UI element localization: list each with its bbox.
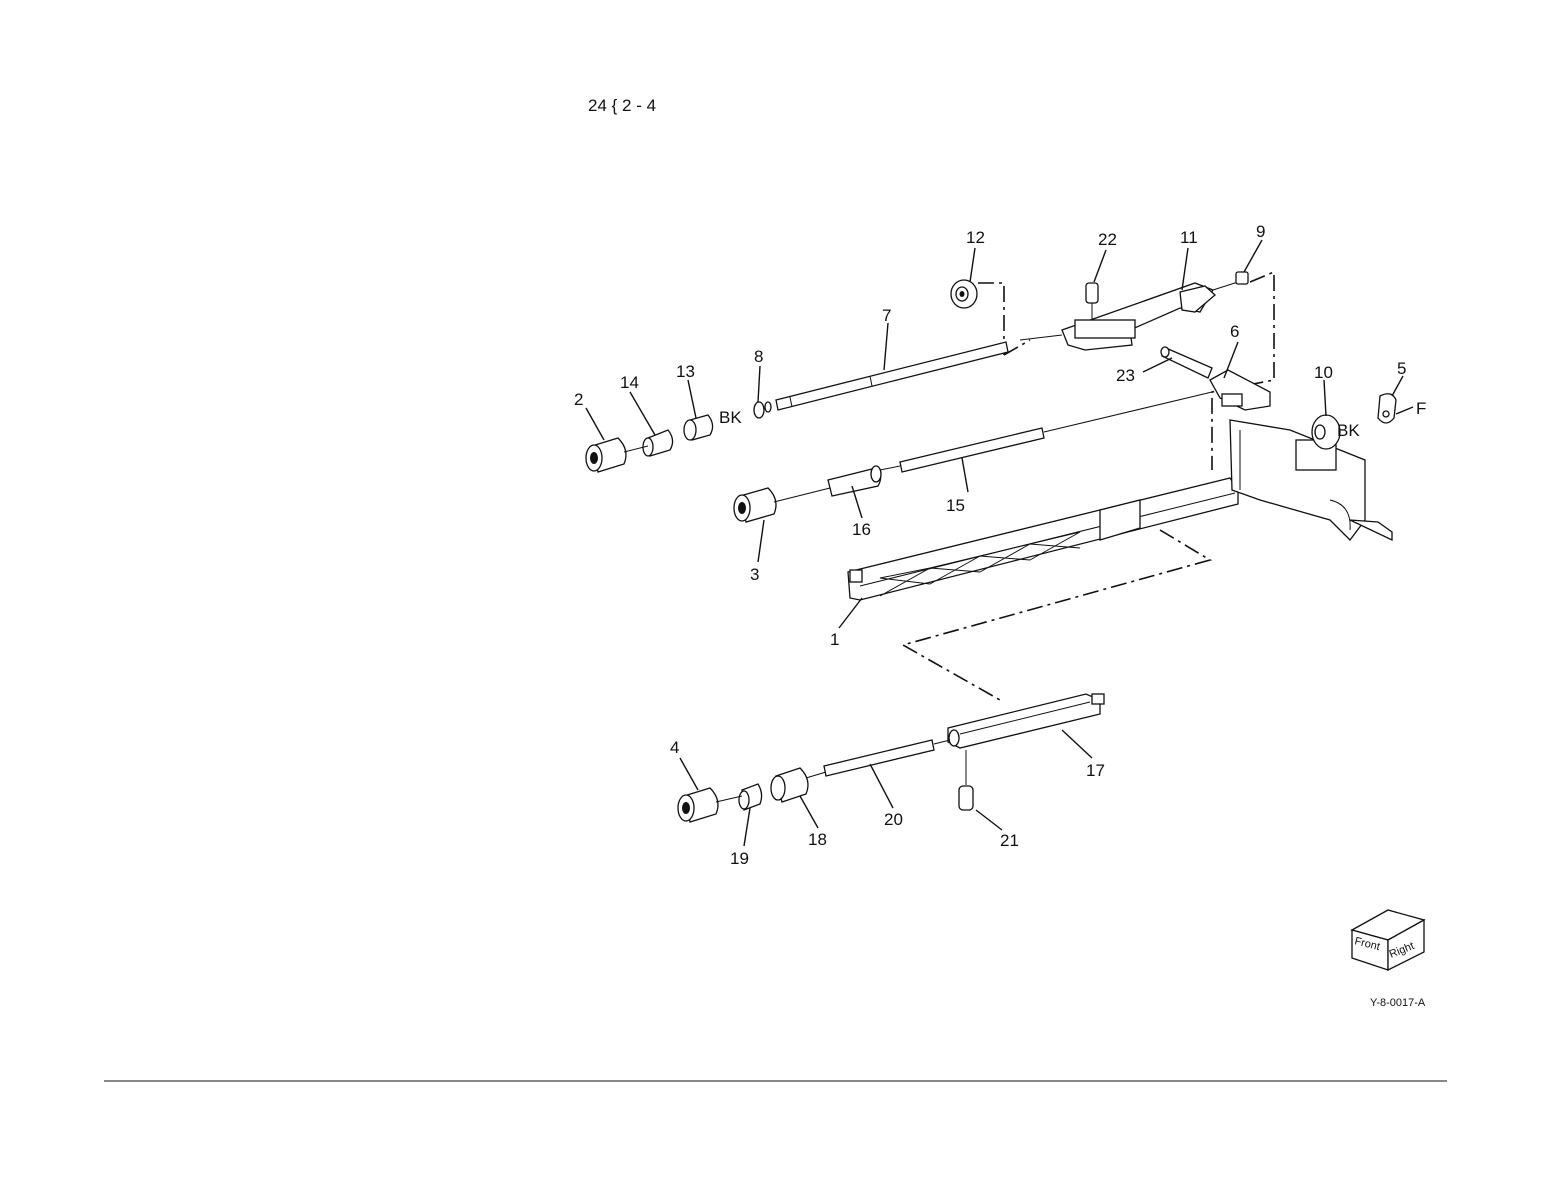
figure-reference: 24 { 2 - 4 bbox=[588, 96, 656, 115]
part-9-clip bbox=[1236, 272, 1248, 284]
part-14-clutch bbox=[643, 430, 673, 456]
callout-11: 11 bbox=[1180, 228, 1198, 247]
part-19-clutch bbox=[739, 784, 762, 810]
callout-17: 17 bbox=[1086, 761, 1105, 780]
marker-bk-left: BK bbox=[719, 408, 742, 427]
part-8-ering bbox=[754, 402, 771, 418]
callout-18: 18 bbox=[808, 830, 827, 849]
part-17-holder bbox=[948, 694, 1104, 748]
callout-15: 15 bbox=[946, 496, 965, 515]
callout-7: 7 bbox=[882, 306, 891, 325]
part-7-shaft bbox=[776, 342, 1008, 410]
callout-3: 3 bbox=[750, 565, 759, 584]
part-5-link bbox=[1378, 394, 1396, 423]
callout-4: 4 bbox=[670, 738, 679, 757]
callout-9: 9 bbox=[1256, 222, 1265, 241]
callout-14: 14 bbox=[620, 373, 639, 392]
part-12-bushing bbox=[951, 280, 977, 308]
part-2-feed-roller bbox=[586, 438, 648, 472]
callout-16: 16 bbox=[852, 520, 871, 539]
callout-12: 12 bbox=[966, 228, 985, 247]
part-1-frame bbox=[848, 478, 1238, 600]
callout-19: 19 bbox=[730, 849, 749, 868]
callout-2: 2 bbox=[574, 390, 583, 409]
part-20-shaft bbox=[824, 740, 950, 776]
figure-id: Y-8-0017-A bbox=[1370, 997, 1426, 1009]
orientation-cube-icon: Front Right bbox=[1352, 910, 1424, 970]
part-13-roller bbox=[684, 415, 713, 440]
callout-21: 21 bbox=[1000, 831, 1019, 850]
callout-22: 22 bbox=[1098, 230, 1117, 249]
part-11-actuator bbox=[1020, 282, 1238, 350]
part-10-gear bbox=[1312, 415, 1340, 449]
part-3-feed-roller bbox=[734, 488, 830, 522]
marker-f: F bbox=[1416, 399, 1426, 418]
side-frame bbox=[1230, 420, 1392, 540]
callout-6: 6 bbox=[1230, 322, 1239, 341]
callout-5: 5 bbox=[1397, 359, 1406, 378]
callout-20: 20 bbox=[884, 810, 903, 829]
part-21-pin bbox=[959, 750, 973, 810]
marker-bk-right: BK bbox=[1337, 421, 1360, 440]
part-18-roller bbox=[771, 768, 826, 802]
part-15-shaft bbox=[880, 392, 1212, 472]
callout-8: 8 bbox=[754, 347, 763, 366]
callout-23: 23 bbox=[1116, 366, 1135, 385]
callout-13: 13 bbox=[676, 362, 695, 381]
callout-10: 10 bbox=[1314, 363, 1333, 382]
part-23-shaft bbox=[1161, 347, 1212, 378]
part-6-bracket bbox=[1210, 370, 1270, 410]
callout-1: 1 bbox=[830, 630, 839, 649]
part-16-clutch bbox=[828, 466, 881, 496]
part-4-feed-roller bbox=[678, 788, 742, 822]
